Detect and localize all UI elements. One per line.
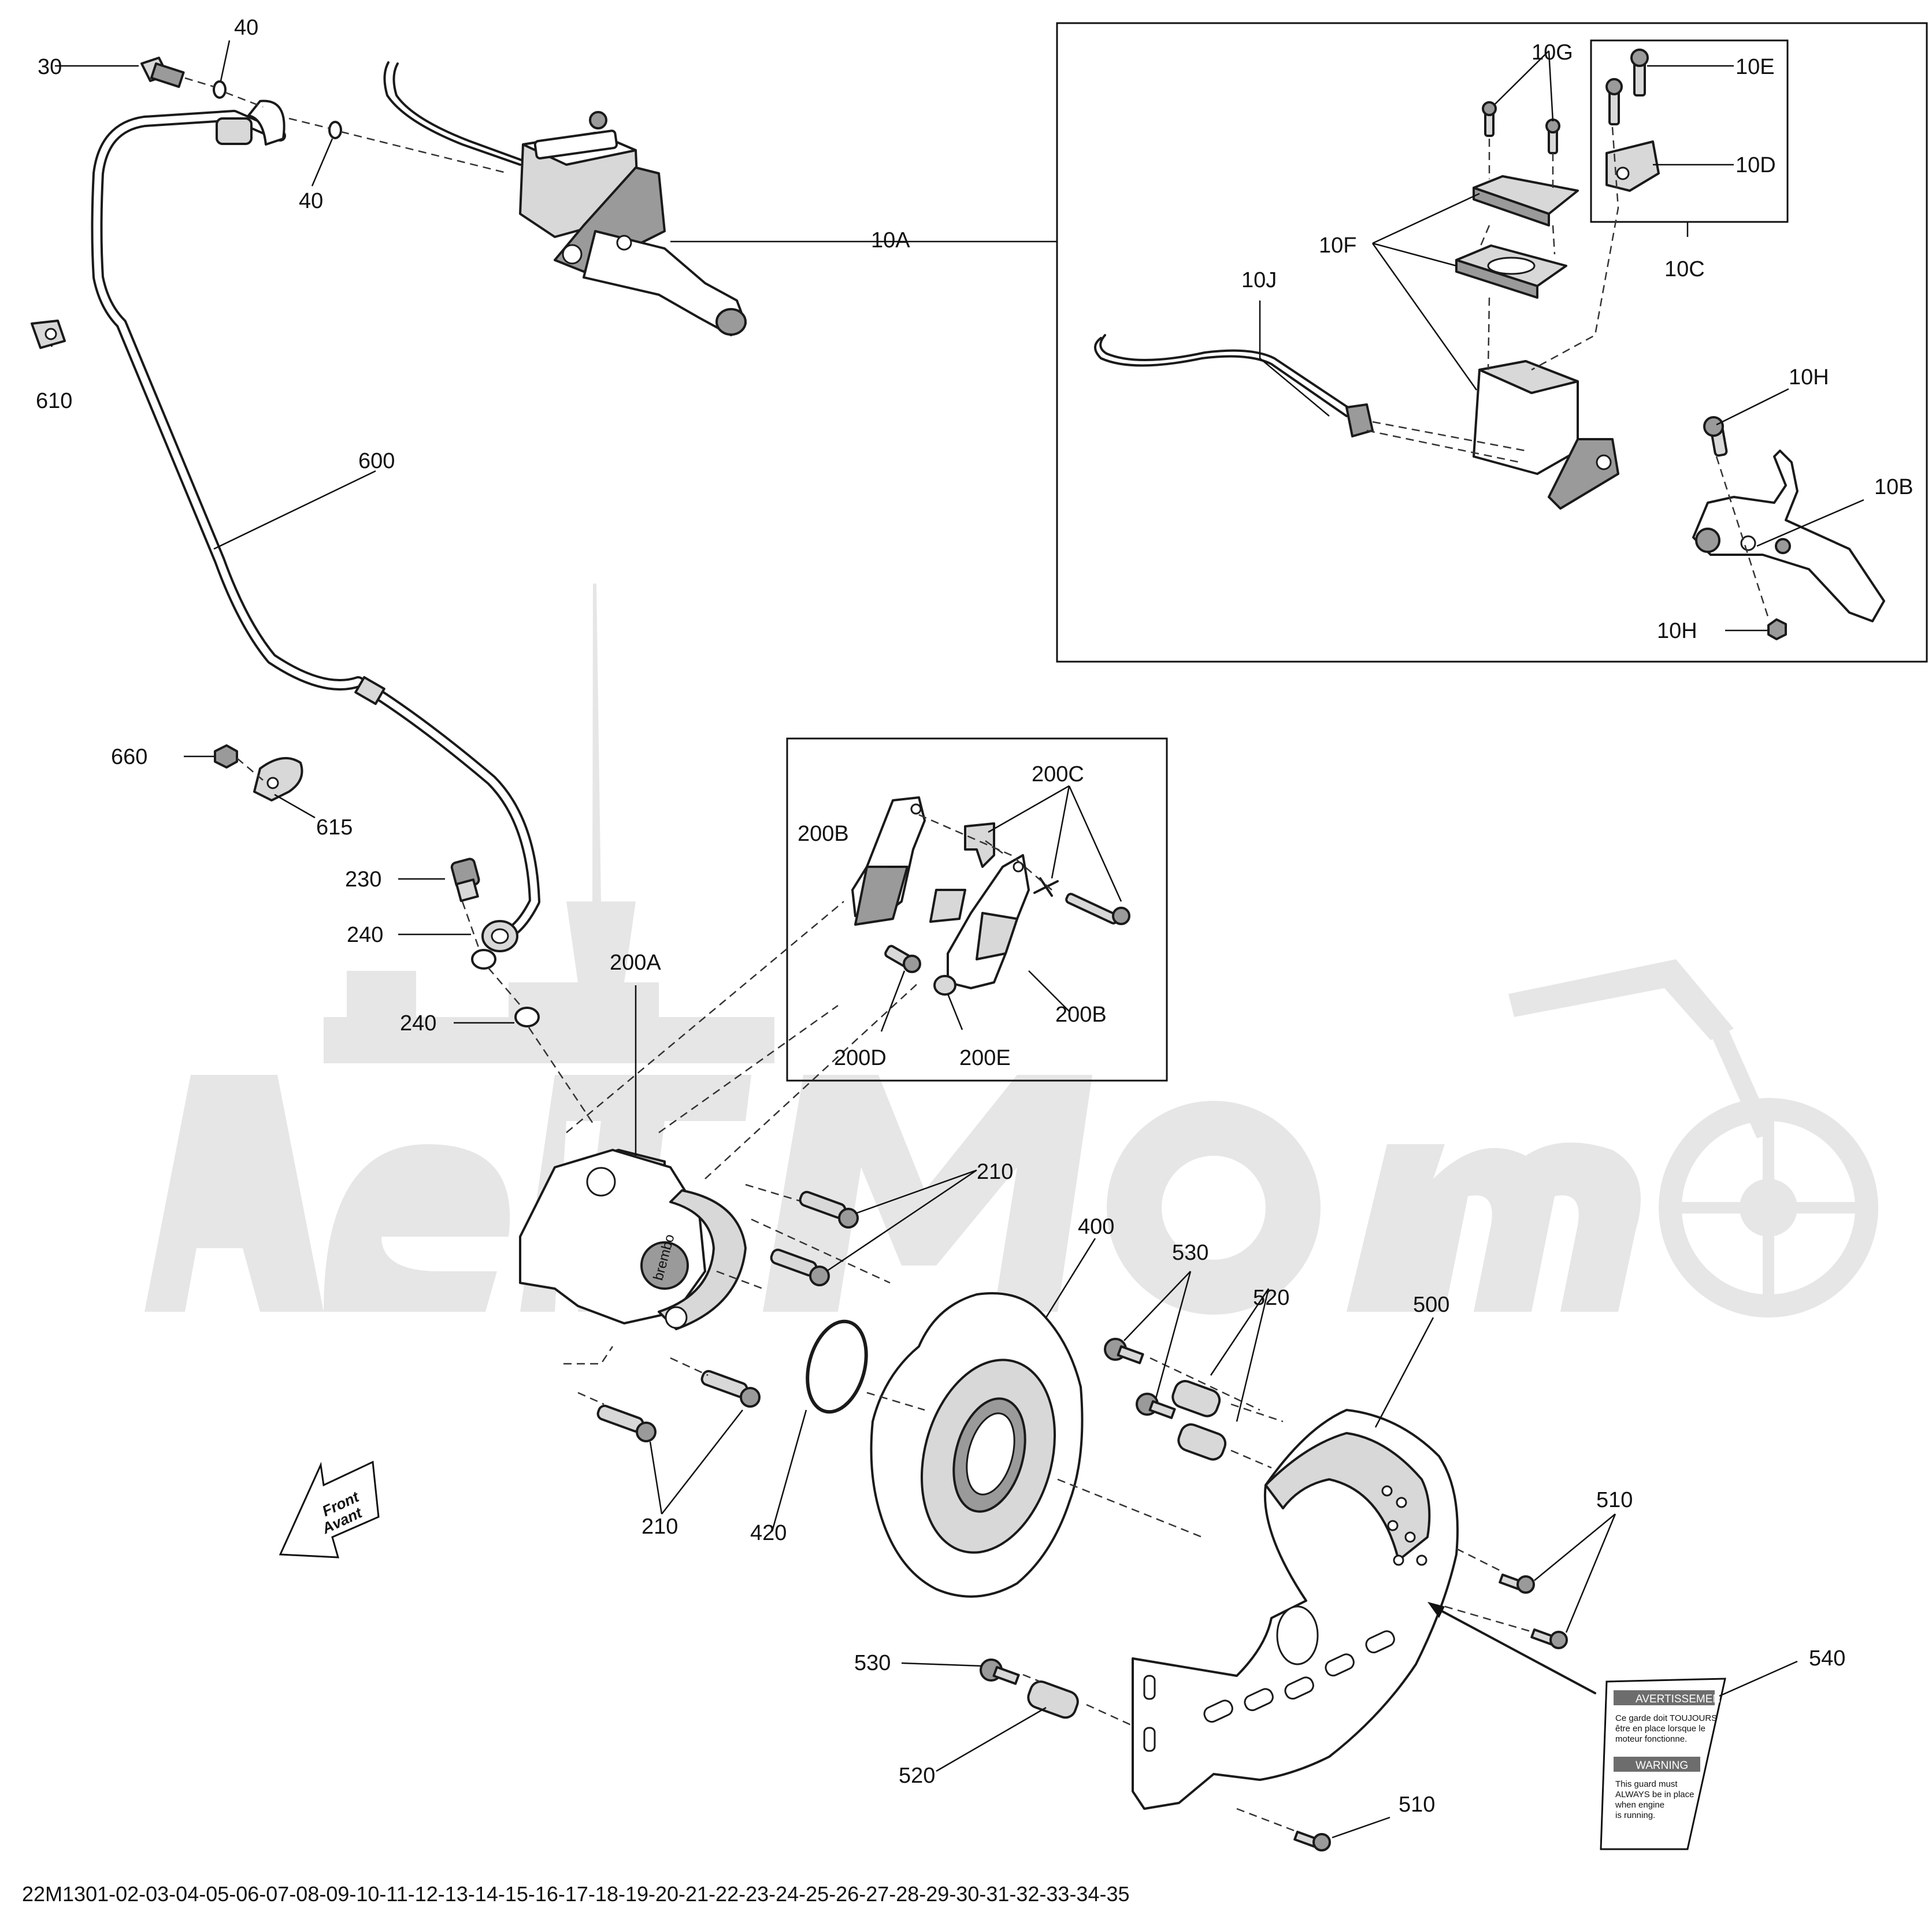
front-direction-arrow: Front Avant xyxy=(279,1460,380,1559)
callout-615: 615 xyxy=(316,815,353,840)
callout-10B: 10B xyxy=(1874,475,1914,499)
washer-240-lower xyxy=(514,1007,540,1027)
callout-510-bottom: 510 xyxy=(1399,1793,1435,1817)
callout-10J: 10J xyxy=(1241,268,1277,292)
warning-text-en-2: ALWAYS be in place xyxy=(1615,1790,1694,1799)
callout-240-upper: 240 xyxy=(347,923,383,947)
brake-caliper: brembo xyxy=(519,1149,747,1330)
watermark xyxy=(144,584,1878,1318)
callout-200D: 200D xyxy=(834,1046,887,1070)
caliper-bolt-210-d xyxy=(700,1370,761,1408)
callout-600: 600 xyxy=(358,449,395,473)
master-cylinder-detail-box xyxy=(1056,22,1928,663)
bleeder-200D xyxy=(884,945,921,973)
brake-hose xyxy=(91,99,540,952)
caliper-bolt-210-a xyxy=(799,1190,859,1229)
caliper-bolt-210-b xyxy=(770,1248,830,1286)
inset-lever-bracket xyxy=(1605,49,1660,192)
callout-10C: 10C xyxy=(1664,257,1705,281)
callout-10E: 10E xyxy=(1736,55,1775,79)
screw-510-a xyxy=(1499,1574,1535,1594)
callout-520-top: 520 xyxy=(1253,1286,1289,1310)
bleeder-screw-230 xyxy=(450,858,480,902)
callout-230: 230 xyxy=(345,867,381,892)
inset-master-cylinder-body xyxy=(1473,360,1619,510)
callout-510-top: 510 xyxy=(1596,1488,1633,1512)
inset-lever-10B xyxy=(1692,450,1885,622)
spacer-520-c xyxy=(1027,1680,1079,1719)
hose-clamp-610 xyxy=(31,320,66,349)
callout-10H-bottom: 10H xyxy=(1657,619,1697,643)
spacer-520-b xyxy=(1177,1423,1227,1461)
callout-10F: 10F xyxy=(1319,233,1356,258)
callout-660: 660 xyxy=(111,745,147,769)
o-ring-420 xyxy=(806,1319,868,1414)
brake-pad-right xyxy=(947,854,1030,989)
inset-reservoir-cover xyxy=(1455,175,1579,299)
callout-420: 420 xyxy=(750,1521,787,1545)
callout-540: 540 xyxy=(1809,1646,1845,1671)
inset-nut-10H xyxy=(1767,618,1787,640)
lever-bracket-detail-box xyxy=(1590,39,1789,223)
screw-510-b xyxy=(1530,1628,1568,1649)
caliper-bolt-210-c xyxy=(596,1404,657,1442)
spacer-520-a xyxy=(1171,1380,1221,1418)
warning-text-fr-1: Ce garde doit TOUJOURS xyxy=(1615,1713,1717,1723)
nut-660 xyxy=(214,744,238,769)
callout-500: 500 xyxy=(1413,1293,1449,1317)
warning-header-en: WARNING xyxy=(1636,1760,1688,1772)
washer-240-upper xyxy=(471,949,496,970)
warning-header-fr: AVERTISSEMENT xyxy=(1636,1693,1727,1705)
cap-200E xyxy=(933,975,956,996)
brake-pad-detail-box xyxy=(786,737,1168,1082)
callout-10A: 10A xyxy=(871,228,910,253)
callout-200E: 200E xyxy=(959,1046,1011,1070)
warning-text-en-4: is running. xyxy=(1615,1810,1655,1820)
pad-pin xyxy=(1033,877,1130,925)
callout-200A: 200A xyxy=(610,951,661,975)
warning-text-fr-3: moteur fonctionne. xyxy=(1615,1734,1687,1744)
warning-label: AVERTISSEMENT Ce garde doit TOUJOURS êtr… xyxy=(1600,1678,1727,1850)
inset-cable-10J xyxy=(1094,334,1374,437)
callout-200B-left: 200B xyxy=(798,822,849,846)
warning-text-en-3: when engine xyxy=(1615,1800,1664,1810)
warning-text-fr-2: être en place lorsque le xyxy=(1615,1724,1705,1734)
callout-10D: 10D xyxy=(1736,153,1776,177)
bolt-530-a xyxy=(1104,1338,1144,1364)
callout-400: 400 xyxy=(1078,1215,1114,1239)
footer-code: 22M1301-02-03-04-05-06-07-08-09-10-11-12… xyxy=(22,1882,1130,1906)
callout-200C: 200C xyxy=(1032,762,1084,786)
callout-240-lower: 240 xyxy=(400,1011,436,1036)
banjo-bolt xyxy=(140,57,185,88)
callout-40-mid: 40 xyxy=(299,189,323,213)
callout-40-top: 40 xyxy=(234,16,258,40)
callout-520-bottom: 520 xyxy=(899,1764,935,1788)
callout-530-top: 530 xyxy=(1172,1241,1208,1265)
inset-reservoir-screws xyxy=(1482,101,1560,154)
callout-210-top: 210 xyxy=(977,1160,1013,1184)
callout-210-bottom: 210 xyxy=(641,1515,678,1539)
screw-510-c xyxy=(1293,1831,1331,1851)
sealing-washer-mid xyxy=(328,121,342,139)
callout-30: 30 xyxy=(38,55,62,79)
callout-10H-top: 10H xyxy=(1789,365,1829,389)
bolt-530-b xyxy=(1136,1393,1176,1419)
hose-clamp-615 xyxy=(253,757,303,801)
sealing-washer-top xyxy=(213,80,227,99)
callout-10G: 10G xyxy=(1531,40,1573,65)
bolt-530-c xyxy=(980,1658,1020,1685)
pad-spring xyxy=(929,822,995,923)
callout-610: 610 xyxy=(36,389,72,413)
inset-pivot-bolt-10H xyxy=(1703,416,1728,457)
callout-200B-right: 200B xyxy=(1055,1003,1107,1027)
warning-text-en-1: This guard must xyxy=(1615,1779,1678,1789)
brake-disc xyxy=(870,1292,1084,1598)
master-cylinder-assembly xyxy=(383,61,747,336)
brake-pad-left xyxy=(851,796,926,926)
callout-530-bottom: 530 xyxy=(854,1651,891,1675)
disc-guard xyxy=(1132,1409,1459,1810)
